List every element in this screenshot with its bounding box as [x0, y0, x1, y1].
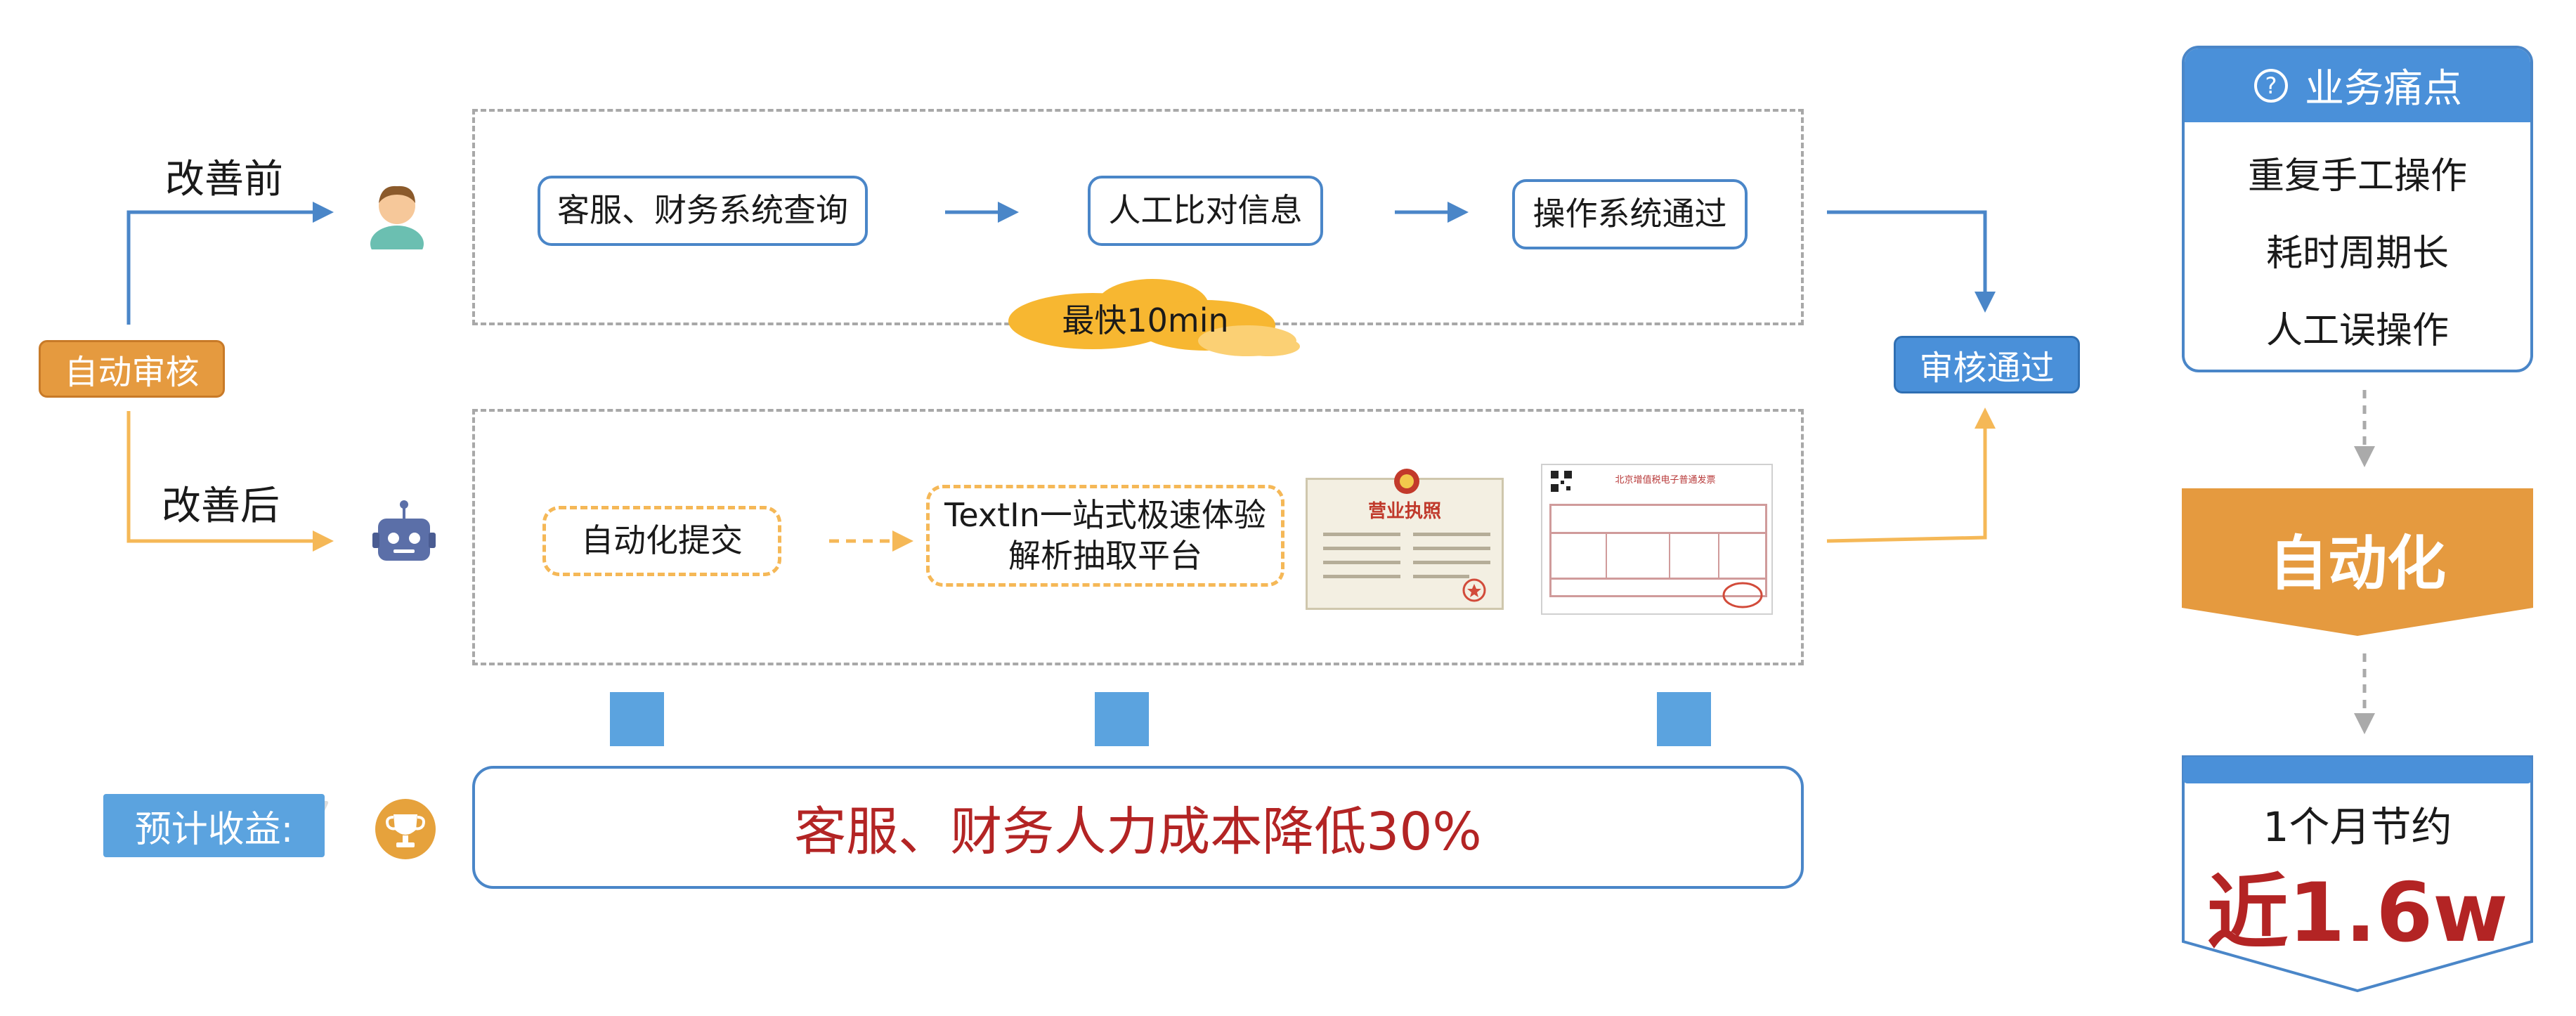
pain-point-item: 重复手工操作 [2247, 155, 2467, 197]
pain-point-item: 人工误操作 [2265, 310, 2449, 352]
pain-points-list: 重复手工操作 耗时周期长 人工误操作 [2185, 122, 2530, 370]
business-license-image: 营业执照 [1306, 469, 1504, 610]
after-step-2-line1: TextIn一站式极速体验 [944, 496, 1266, 534]
connector-before-to-approved [1827, 210, 1996, 313]
up-arrow-3 [1629, 692, 1711, 746]
auto-review-label: 自动审核 [64, 353, 200, 392]
after-label: 改善后 [162, 483, 280, 529]
connector-after-to-approved [1826, 408, 1996, 543]
before-step-2-text: 人工比对信息 [1108, 191, 1303, 230]
question-circle-icon: ? [2254, 68, 2288, 103]
license-title: 营业执照 [1367, 501, 1441, 522]
up-arrow-2 [1067, 692, 1149, 746]
pain-points-title: 业务痛点 [2305, 66, 2462, 112]
invoice-title: 北京增值税电子普通发票 [1615, 475, 1716, 486]
before-step-system-approve: 操作系统通过 [1512, 179, 1748, 249]
after-step-1-text: 自动化提交 [581, 521, 743, 560]
benefit-box: 客服、财务人力成本降低30% [472, 766, 1804, 889]
after-step-textin-platform: TextIn一站式极速体验 解析抽取平台 [926, 485, 1284, 587]
automation-text: 自动化 [2268, 529, 2446, 598]
up-arrow-1 [582, 692, 664, 746]
pain-points-header: ? 业务痛点 [2185, 48, 2530, 122]
robot-icon [372, 500, 436, 561]
before-label: 改善前 [165, 157, 283, 202]
before-step-1-text: 客服、财务系统查询 [557, 191, 848, 230]
approved-label: 审核通过 [1919, 349, 2055, 388]
emblem-icon [1394, 469, 1419, 494]
qr-code-icon [1551, 471, 1572, 492]
after-step-auto-submit: 自动化提交 [542, 506, 781, 576]
pain-point-item: 耗时周期长 [2265, 233, 2449, 275]
benefit-text: 客服、财务人力成本降低30% [794, 802, 1482, 862]
benefit-label-badge: 预计收益: [103, 794, 325, 857]
auto-review-badge: 自动审核 [39, 340, 225, 398]
person-avatar-icon [370, 185, 424, 249]
invoice-stamp-icon [1722, 582, 1763, 608]
invoice-image: 北京增值税电子普通发票 [1541, 464, 1773, 615]
cloud-icon [1008, 279, 1300, 356]
svg-text:?: ? [2265, 72, 2277, 99]
approved-badge: 审核通过 [1894, 336, 2080, 393]
after-step-2-line2: 解析抽取平台 [1008, 536, 1202, 575]
before-step-query-systems: 客服、财务系统查询 [538, 176, 868, 246]
after-process-panel [472, 409, 1804, 665]
connector-auto-to-before [126, 202, 334, 325]
cloud-time-text: 最快10min [1062, 301, 1229, 339]
savings-line1: 1个月节约 [2263, 803, 2452, 851]
savings-card-shape [2182, 755, 2533, 993]
trophy-icon [375, 799, 436, 859]
savings-value: 近1.6w [2206, 866, 2509, 960]
automation-banner [2182, 488, 2533, 636]
benefit-label-text: 预计收益: [134, 808, 294, 851]
pain-points-card: ? 业务痛点 重复手工操作 耗时周期长 人工误操作 [2182, 46, 2533, 372]
seal-icon [1462, 578, 1486, 602]
before-step-3-text: 操作系统通过 [1533, 195, 1727, 233]
before-step-manual-compare: 人工比对信息 [1088, 176, 1323, 246]
